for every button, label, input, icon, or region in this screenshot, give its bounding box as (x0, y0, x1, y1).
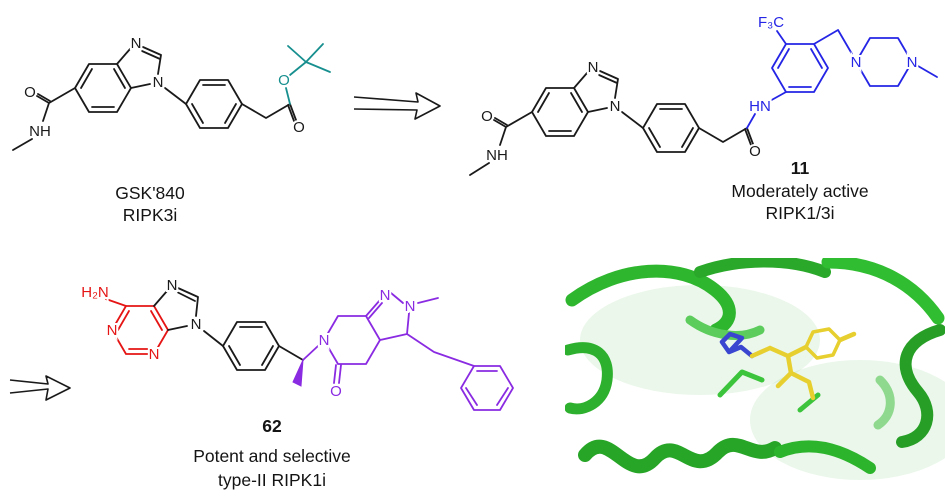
atom-label-o-ester: O (278, 72, 290, 89)
compound-62-activity: Potent and selective (193, 446, 351, 466)
n1-aryl-bond (621, 111, 644, 129)
reaction-arrow-bottom (9, 375, 71, 401)
acetyl-chain (241, 103, 297, 122)
atom-label-h2n: H₂N (81, 284, 109, 301)
ribbon-right-small (873, 375, 895, 430)
phenyl-double-bonds (648, 108, 694, 148)
compound-11-activity: Moderately active (731, 181, 869, 201)
ribbon-loop-top (694, 258, 831, 278)
atom-label-n-pyrazole-2: N (380, 287, 391, 304)
cf3-bond (776, 30, 787, 45)
atom-label-o-carbonyl: O (749, 143, 761, 160)
phenyl-ring (642, 103, 700, 153)
protein-structure-image (565, 258, 945, 502)
atom-label-hn-anilide: HN (749, 98, 771, 115)
benzimidazole-benzene-ring (74, 63, 132, 113)
ribbon-loop-top-left (565, 264, 736, 337)
piperidinone-ring (323, 315, 381, 365)
benzene-double-bonds (537, 92, 583, 132)
anilide-bond (746, 91, 787, 129)
atom-label-n-imidazole-3: N (588, 59, 599, 76)
helix-bottom (578, 437, 782, 474)
imidazole-ring-bonds (573, 70, 619, 113)
acetamide-chain (698, 127, 754, 146)
ligand-ring (804, 327, 842, 360)
n9-aryl-bond (203, 330, 224, 347)
ribbon-loop-right (896, 324, 945, 448)
piperazine-ring (855, 37, 913, 87)
benzimidazole-benzene-ring (531, 87, 589, 137)
ribbon-shading (580, 285, 820, 395)
compound-11-structure: O NH N N O HN F₃C N N (469, 12, 938, 176)
atom-label-n-imidazole-1: N (153, 74, 164, 91)
atom-label-o-amide: O (481, 108, 493, 125)
amide-bonds (469, 111, 533, 176)
n1-aryl-bond (164, 87, 187, 105)
compound-11-target: RIPK1/3i (765, 203, 835, 223)
aniline-double-bonds (777, 48, 823, 88)
pyrimidine-double-bonds (117, 310, 163, 350)
atom-label-n-imidazole-1: N (610, 98, 621, 115)
atom-label-nh-amide: NH (486, 147, 508, 164)
ribbon-loop-top-right (821, 258, 945, 325)
atom-label-nh-amide: NH (29, 123, 51, 140)
phenyl-ring (185, 79, 243, 129)
compound-11-number: 11 (790, 158, 810, 178)
compound-62-structure: H₂N N N N N N O N N (79, 275, 514, 411)
atom-label-n-purine-9: N (191, 316, 202, 333)
compound-gsk840-target: RIPK3i (122, 205, 178, 225)
pyrazole-ring-bonds (365, 292, 410, 341)
phenyl-double-bonds (191, 84, 237, 124)
atom-label-n-imidazole-3: N (131, 35, 142, 52)
phenyl-double-bonds (228, 326, 274, 366)
aniline-ring (771, 43, 829, 93)
carbonyl-double-bond (333, 364, 342, 384)
benzene-double-bonds (80, 68, 126, 108)
n-methyl-bond (417, 297, 439, 304)
atom-label-n-purine-1: N (107, 322, 118, 339)
ribbon-bottom-right (774, 440, 876, 474)
benzyl-ch2-bond (406, 333, 475, 367)
compound-62-target: type-II RIPK1i (218, 470, 326, 490)
atom-label-o-amide: O (24, 84, 36, 101)
atom-label-n-amide: N (319, 332, 330, 349)
compound-gsk840-structure: O NH N N O O (12, 33, 331, 151)
atom-label-n-purine-7: N (167, 277, 178, 294)
pyrimidine-ring (111, 305, 169, 355)
compound-62-number: 62 (262, 416, 282, 436)
atom-label-n-piperazine-4: N (907, 54, 918, 71)
stereocenter-bond (278, 345, 304, 361)
atom-label-n-purine-3: N (149, 346, 160, 363)
benzyl-phenyl-double-bonds (465, 370, 509, 406)
ribbon-loop-left (565, 342, 613, 415)
ribbon-center (685, 315, 765, 340)
atom-label-cf3: F₃C (758, 14, 784, 31)
ester-tbutyl-bonds (285, 43, 331, 105)
benzyl-phenyl-ring (460, 365, 514, 411)
reaction-arrow-right (353, 92, 441, 120)
amide-bonds (12, 87, 76, 151)
methyl-wedge (292, 359, 304, 387)
phenyl-ring (222, 321, 280, 371)
ch-n-bond (302, 345, 319, 361)
n-methyl-bond (917, 65, 938, 78)
atom-label-o-carbonyl: O (293, 119, 305, 136)
imidazole-ring-bonds (153, 287, 199, 331)
compound-gsk840-name: GSK'840 (115, 183, 185, 203)
atom-label-n-pyrazole-1: N (405, 298, 416, 315)
benzylic-ch2-bond (813, 29, 853, 55)
ligand-nitrogen-sticks (719, 331, 755, 359)
atom-label-o-carbonyl: O (330, 383, 342, 400)
amine-bond (105, 298, 127, 307)
ligand-yellow-sticks (749, 331, 857, 401)
atom-label-n-piperazine-1: N (851, 54, 862, 71)
imidazole-ring-bonds (116, 46, 162, 89)
